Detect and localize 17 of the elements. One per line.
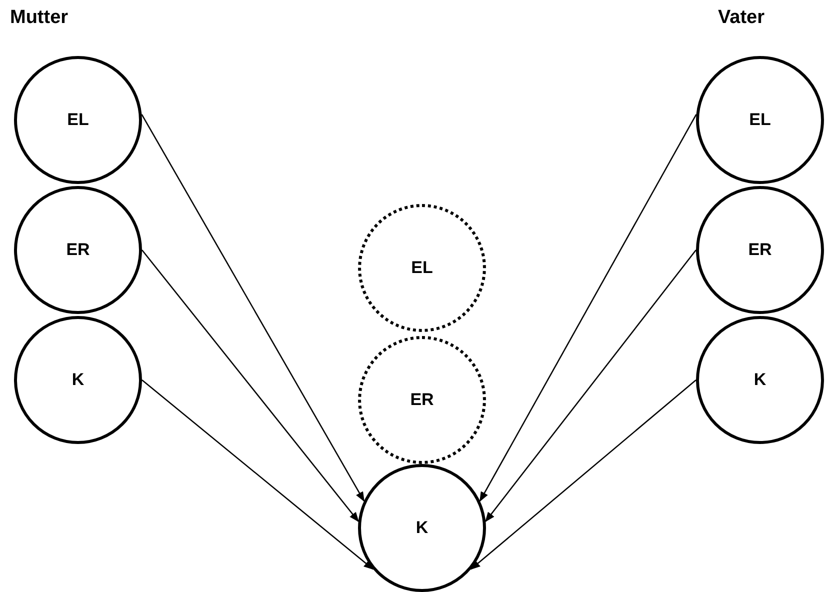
arrow xyxy=(142,250,359,522)
node-label: ER xyxy=(410,389,434,412)
node-label: K xyxy=(754,369,766,392)
node-label: ER xyxy=(66,239,90,262)
node-label: EL xyxy=(749,109,771,132)
node-label: ER xyxy=(748,239,772,262)
node-label: K xyxy=(72,369,84,392)
column-heading: Vater xyxy=(718,6,764,30)
column-heading: Mutter xyxy=(10,6,68,30)
node-label: EL xyxy=(411,257,433,280)
arrow xyxy=(142,380,374,570)
arrow xyxy=(479,114,697,502)
node-label: K xyxy=(416,517,428,540)
node-label: EL xyxy=(67,109,89,132)
arrow xyxy=(141,114,365,502)
arrow xyxy=(485,250,697,522)
arrow xyxy=(470,380,696,570)
